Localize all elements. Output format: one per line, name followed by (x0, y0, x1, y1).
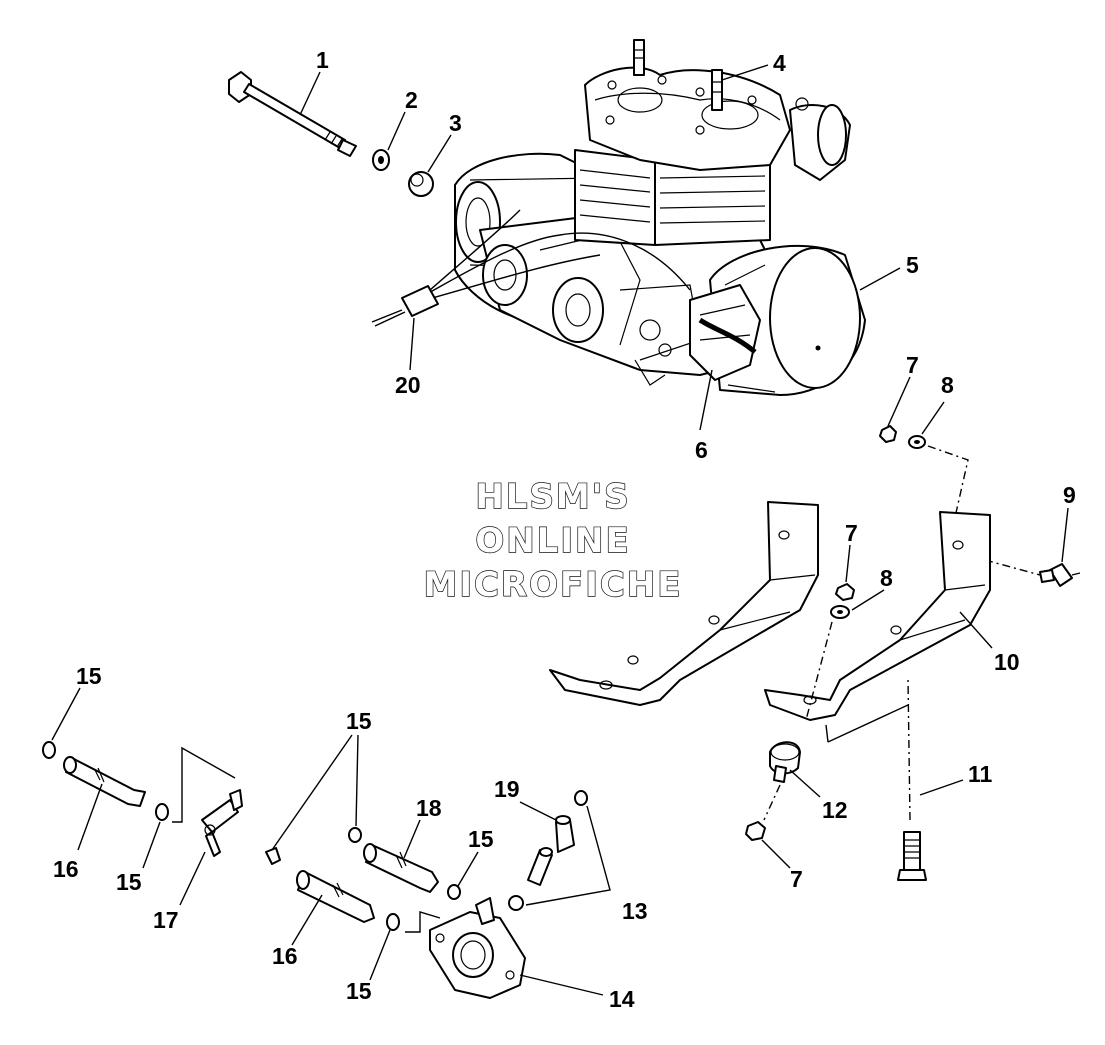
part-3-spacer (408, 171, 434, 197)
part-16-hose-a (63, 756, 146, 807)
part-19-hose (527, 815, 575, 886)
watermark-line-3: MICROFICHE (423, 565, 682, 605)
assembly-line-11 (907, 679, 911, 821)
part-15-clamp-d (348, 827, 362, 843)
engine-mount-bracket-right (764, 511, 991, 721)
part-15-clamp-f (386, 913, 400, 931)
callout-17: 17 (153, 907, 179, 933)
part-13-clamps (508, 790, 588, 911)
callout-15-e: 15 (346, 978, 372, 1004)
assembly-line-15-14 (405, 911, 441, 933)
part-15-clamp-a (42, 741, 56, 759)
callout-15-c: 15 (346, 708, 372, 734)
callout-6: 6 (695, 437, 708, 463)
engine-assembly (371, 39, 866, 396)
callout-2: 2 (405, 87, 418, 113)
callout-15-a: 15 (76, 663, 102, 689)
part-15-clamp-c (265, 847, 281, 865)
callout-20: 20 (395, 372, 421, 398)
part-1-bolt (228, 71, 357, 157)
callout-16-b: 16 (272, 943, 298, 969)
callout-9: 9 (1063, 482, 1076, 508)
leader-13-group (525, 805, 611, 906)
callout-19: 19 (494, 776, 520, 802)
assembly-line-15-17 (172, 746, 236, 823)
leader-lines (51, 64, 1069, 996)
part-9-stud (1039, 563, 1081, 587)
engine-mount-bracket-left (549, 501, 819, 706)
part-7-nut-bottom (745, 821, 766, 841)
callout-14: 14 (609, 986, 635, 1012)
assembly-line-9-to-10 (984, 559, 1041, 576)
callout-3: 3 (449, 110, 462, 136)
part-7-nut-middle (835, 583, 855, 601)
callout-11: 11 (968, 761, 993, 787)
part-15-clamp-b (155, 803, 169, 821)
callout-18: 18 (416, 795, 442, 821)
watermark-line-1: HLSM'S (475, 477, 630, 517)
callout-15-b: 15 (116, 869, 142, 895)
part-18-hose (363, 843, 439, 893)
callout-16-a: 16 (53, 856, 79, 882)
part-12-rubber-mount (769, 741, 801, 783)
callout-15-d: 15 (468, 826, 494, 852)
callout-1: 1 (316, 47, 329, 73)
part-7-nut-top (879, 425, 897, 443)
part-2-washer (372, 149, 390, 171)
part-8-washer-middle (830, 605, 850, 619)
callout-10: 10 (994, 649, 1020, 675)
callout-4: 4 (773, 50, 786, 76)
assembly-line-12-to-7 (763, 784, 781, 821)
part-11-bolt (897, 831, 927, 881)
callout-12: 12 (822, 797, 848, 823)
callout-7-bottom: 7 (790, 866, 803, 892)
part-15-clamp-e (447, 884, 461, 900)
part-8-washer-top (908, 435, 926, 449)
assembly-bracket-line-11 (825, 704, 909, 743)
callout-7-middle: 7 (845, 520, 858, 546)
callout-5: 5 (906, 252, 919, 278)
callout-13: 13 (622, 898, 648, 924)
part-16-hose-b (296, 870, 375, 923)
part-17-fitting (201, 789, 243, 857)
callout-numbers: 1 2 3 4 5 6 7 8 9 7 8 10 11 12 7 15 16 1… (53, 47, 1076, 1012)
watermark-line-2: ONLINE (475, 521, 630, 561)
part-14-plate (429, 897, 526, 999)
callout-8-middle: 8 (880, 565, 893, 591)
callout-8-top: 8 (941, 372, 954, 398)
assembly-line-7-8-to-12 (805, 621, 833, 721)
callout-7-top: 7 (906, 352, 919, 378)
